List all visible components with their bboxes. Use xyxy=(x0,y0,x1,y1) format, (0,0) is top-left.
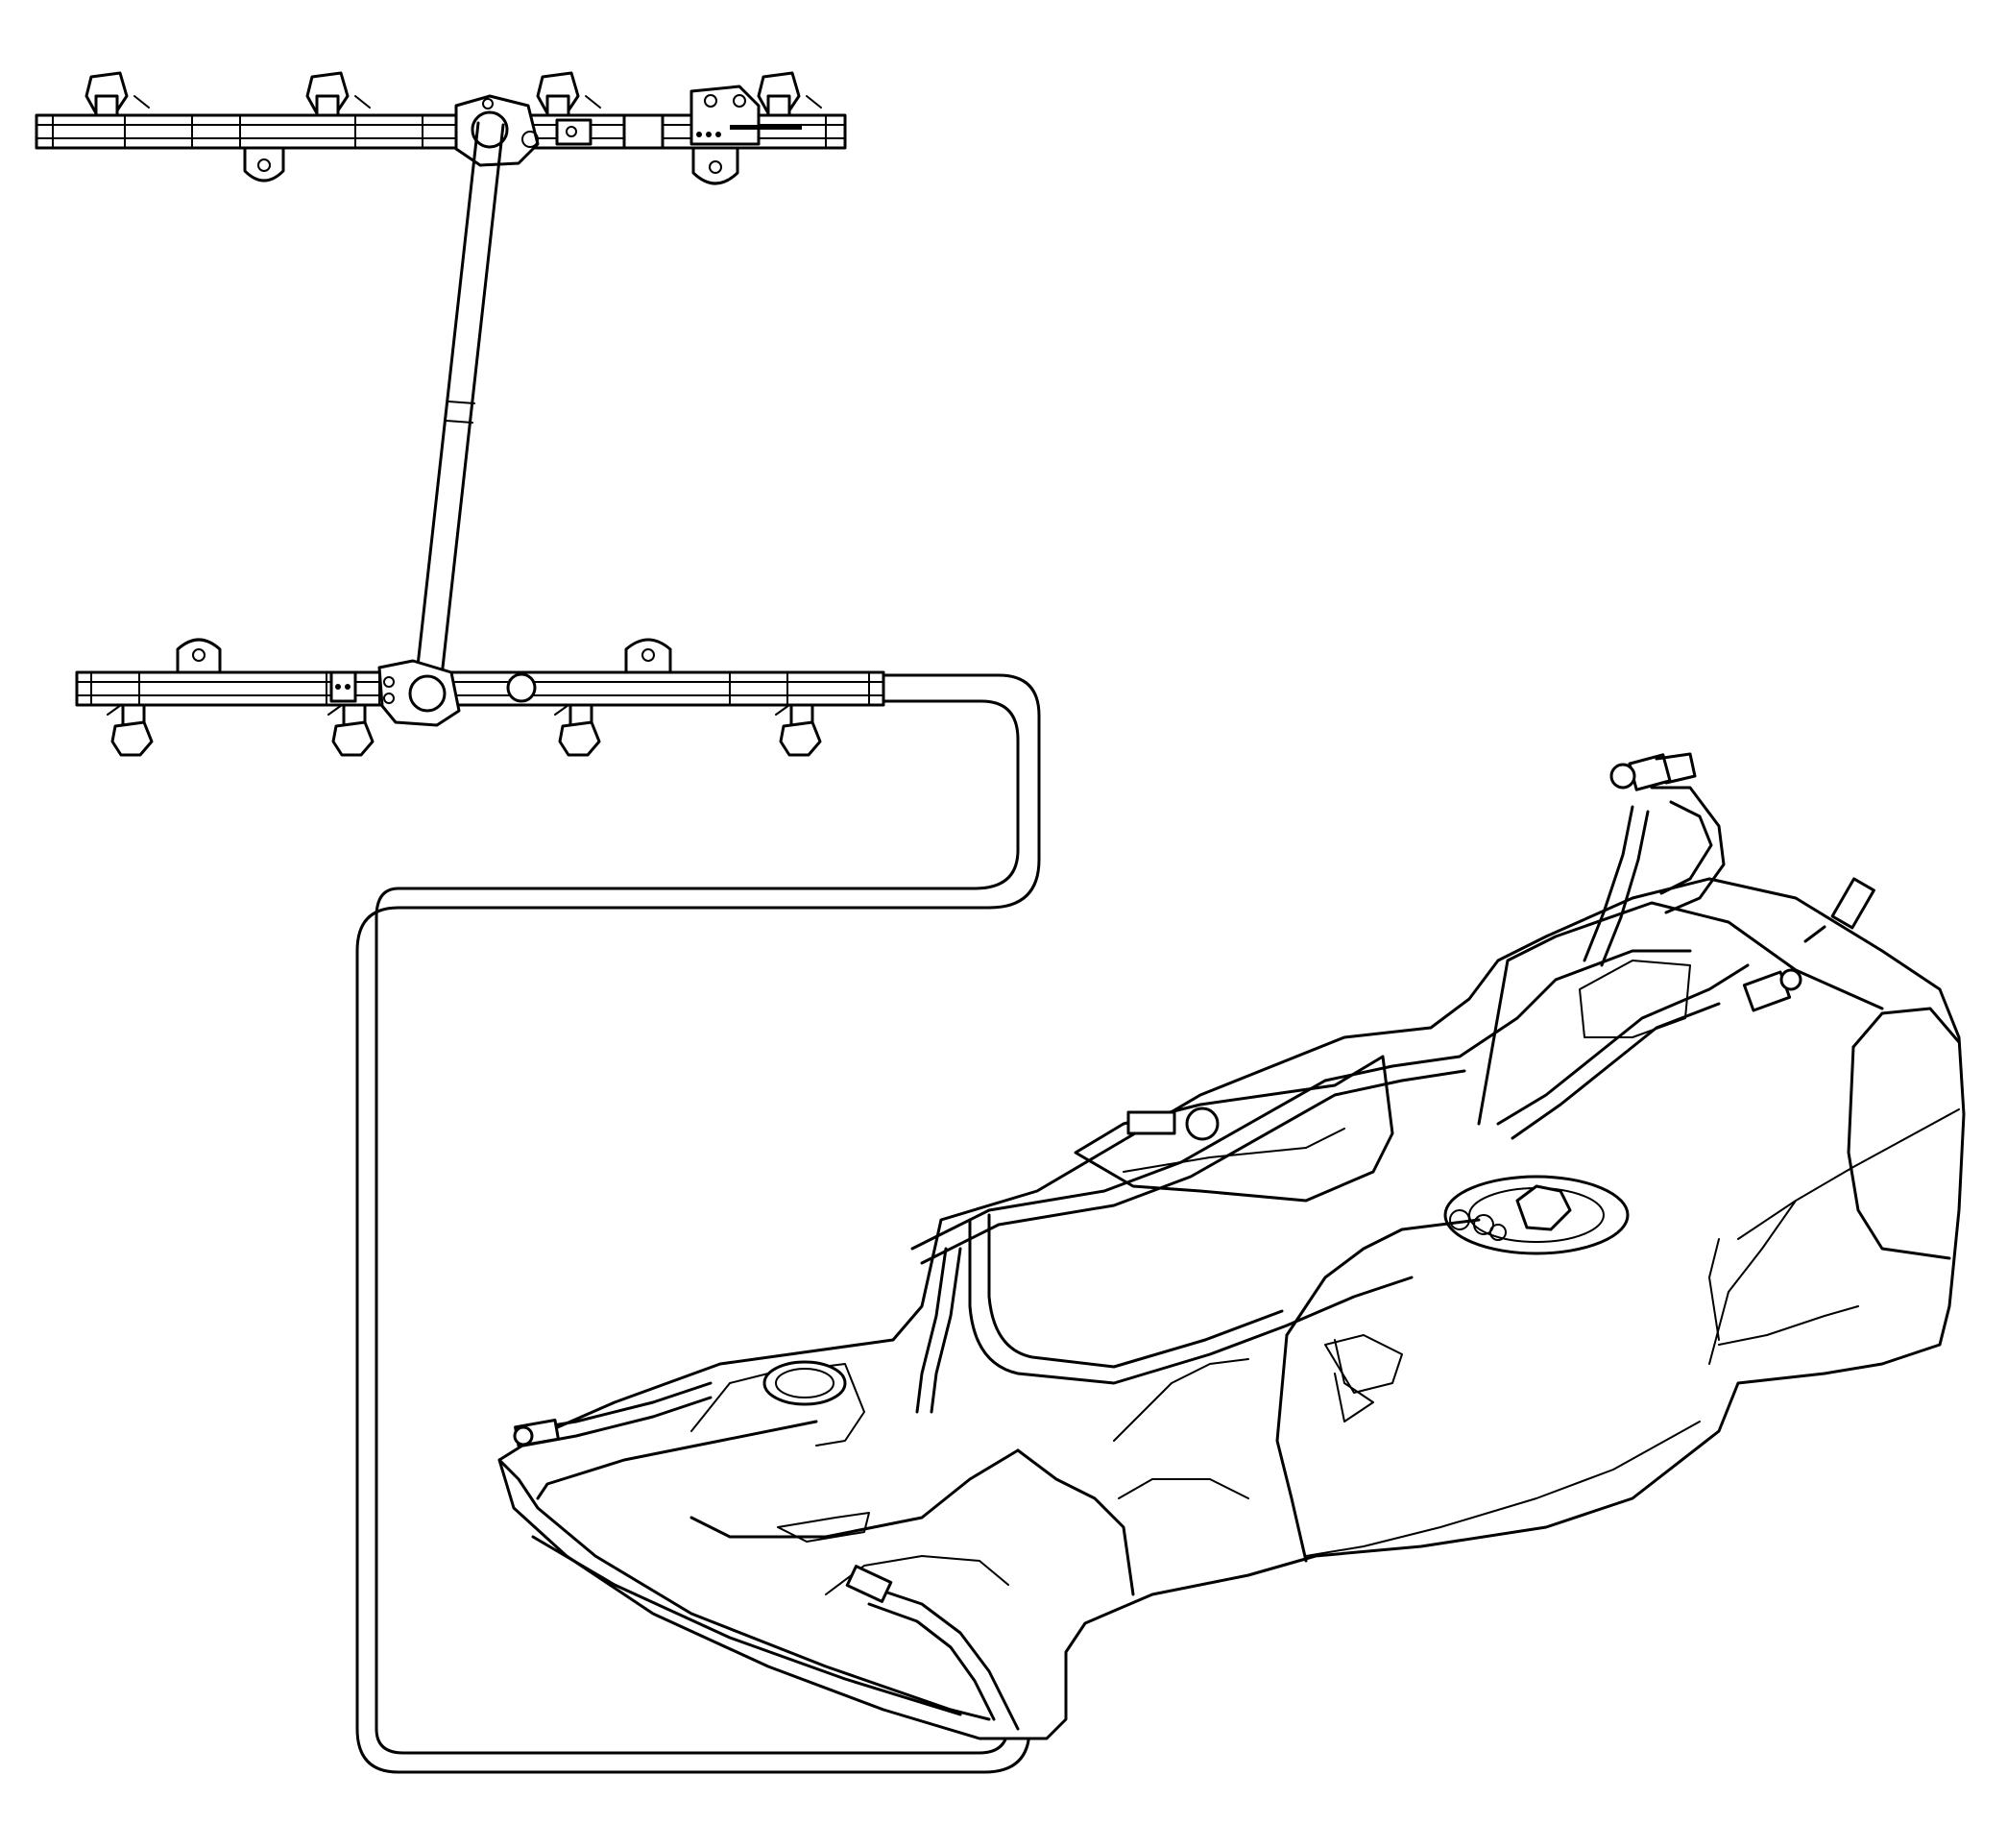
connector-right-mid xyxy=(1742,968,1802,1012)
upper-fuel-injectors xyxy=(85,71,822,117)
upper-fuel-rail xyxy=(35,85,847,185)
vapor-lines xyxy=(517,786,1750,1731)
fuel-supply-line xyxy=(355,673,1041,1774)
lower-fuel-injectors xyxy=(107,703,822,757)
lower-fuel-rail xyxy=(75,638,885,727)
connector-left-end xyxy=(513,1419,560,1447)
injector-3 xyxy=(536,71,601,117)
connector-right-top xyxy=(1803,877,1875,943)
injector-7 xyxy=(554,703,601,757)
fuel-tank xyxy=(497,877,1966,1740)
fuel-pump-module xyxy=(1443,1175,1630,1255)
injector-4 xyxy=(757,71,822,117)
injector-1 xyxy=(85,71,150,117)
connector-front xyxy=(845,1565,893,1603)
crossover-tube xyxy=(413,121,505,695)
injector-2 xyxy=(305,71,371,117)
connector-top xyxy=(1609,752,1697,791)
connector-center xyxy=(1126,1106,1220,1141)
injector-5 xyxy=(107,703,154,757)
injector-8 xyxy=(775,703,822,757)
injector-6 xyxy=(327,703,375,757)
quick-connect-fittings xyxy=(513,752,1875,1603)
